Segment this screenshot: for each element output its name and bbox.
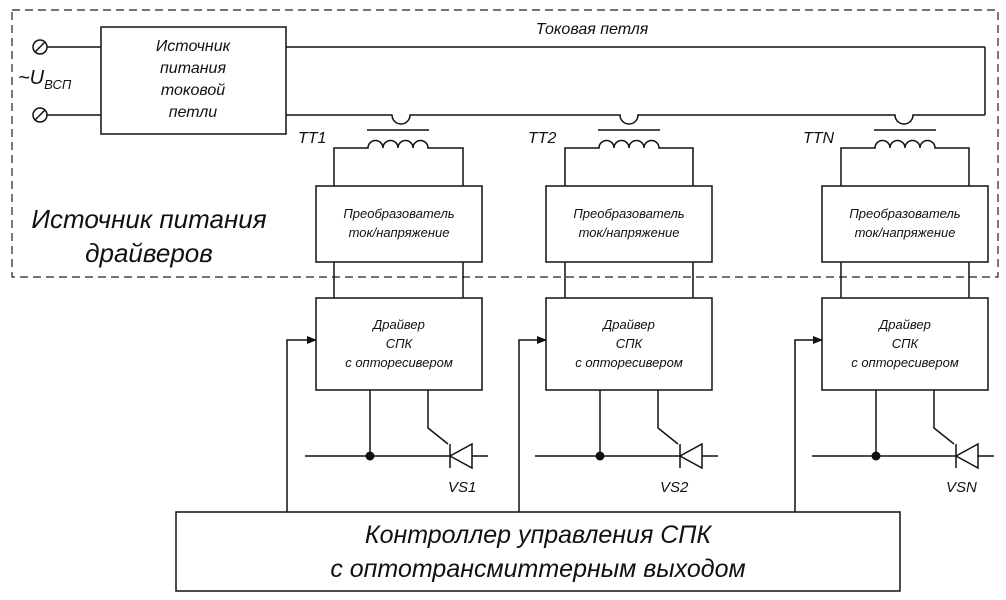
channel-n: TTN Преобразователь ток/напряжение Драйв… (794, 129, 994, 512)
driver-1-line3: с опторесивером (345, 355, 453, 370)
loop-wire-bottom (286, 114, 985, 125)
driver-1-line2: СПК (386, 336, 414, 351)
loop-source-line4: петли (169, 104, 218, 121)
transformer-label-1: TT1 (298, 130, 326, 147)
transformer-winding-1 (333, 139, 464, 186)
driver-supply-label-line1: Источник питания (31, 204, 266, 234)
loop-source-line1: Источник (156, 38, 232, 55)
channel-2: TT2 Преобразователь ток/напряжение Драйв… (518, 129, 718, 512)
driver-n-line2: СПК (892, 336, 920, 351)
controller-line2: с оптотрансмиттерным выходом (330, 555, 745, 583)
input-terminal-bottom (32, 107, 48, 123)
supply-voltage-label: ~UВСП (18, 67, 72, 92)
thyristor-2 (678, 442, 703, 470)
control-signal-1 (286, 336, 317, 512)
input-terminal-top (32, 39, 48, 55)
converter-n-line2: ток/напряжение (855, 225, 956, 240)
converter-box-n (821, 185, 989, 263)
transformer-label-2: TT2 (528, 130, 557, 147)
driver-n-line3: с опторесивером (851, 355, 959, 370)
thyristor-n (954, 442, 979, 470)
driver-box-2 (545, 297, 713, 391)
driver-n-line1: Драйвер (877, 317, 931, 332)
thyristor-label-n: VSN (946, 479, 977, 496)
junction-dot-2 (595, 451, 605, 461)
thyristor-label-1: VS1 (448, 479, 476, 496)
thyristor-1 (448, 442, 473, 470)
gate-lead-n (933, 390, 955, 445)
driver-2-line2: СПК (616, 336, 644, 351)
transformer-winding-2 (564, 139, 694, 186)
control-signal-2 (518, 336, 547, 512)
converter-1-line2: ток/напряжение (349, 225, 450, 240)
gate-lead-1 (427, 390, 449, 445)
gate-lead-2 (657, 390, 679, 445)
transformer-winding-n (840, 139, 970, 186)
driver-supply-label-line2: драйверов (85, 238, 213, 268)
controller-box (175, 511, 901, 592)
converter-1-line1: Преобразователь (343, 206, 454, 221)
junction-dot-n (871, 451, 881, 461)
loop-source-line3: токовой (161, 82, 225, 99)
control-signal-n (794, 336, 823, 512)
thyristor-label-2: VS2 (660, 479, 689, 496)
driver-2-line3: с опторесивером (575, 355, 683, 370)
driver-2-line1: Драйвер (601, 317, 655, 332)
converter-n-line1: Преобразователь (849, 206, 960, 221)
channel-1: TT1 Преобразователь ток/напряжение Драйв… (286, 129, 488, 512)
loop-source-line2: питания (160, 60, 226, 77)
converter-2-line1: Преобразователь (573, 206, 684, 221)
transformer-label-n: TTN (803, 130, 835, 147)
driver-box-n (821, 297, 989, 391)
converter-box-2 (545, 185, 713, 263)
driver-1-line1: Драйвер (371, 317, 425, 332)
controller-line1: Контроллер управления СПК (365, 521, 713, 549)
converter-box-1 (315, 185, 483, 263)
driver-box-1 (315, 297, 483, 391)
driver-supply-frame (11, 9, 999, 278)
loop-source-box (100, 26, 287, 135)
current-loop-label: Токовая петля (536, 21, 649, 38)
junction-dot-1 (365, 451, 375, 461)
converter-2-line2: ток/напряжение (579, 225, 680, 240)
